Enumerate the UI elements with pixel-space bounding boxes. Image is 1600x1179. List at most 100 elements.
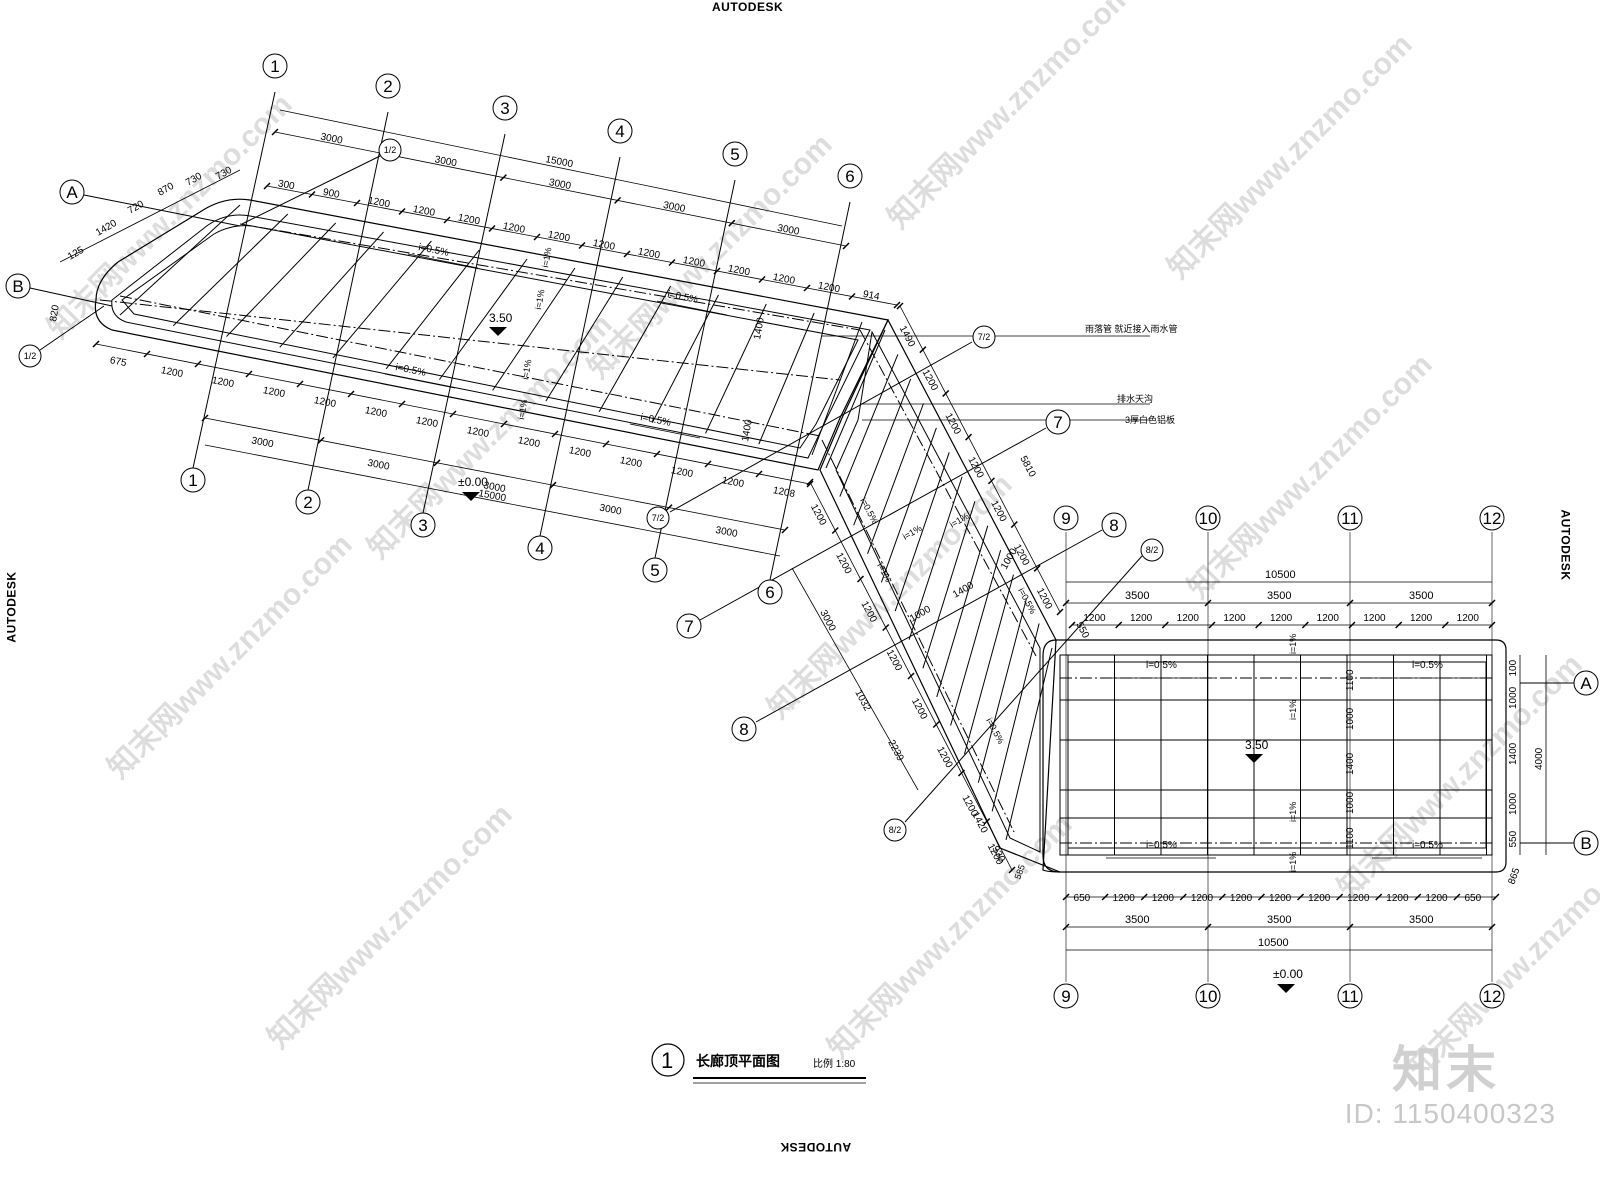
dim-top-bay-1-tick — [614, 196, 622, 204]
grid-bubble-top-11-label: 11 — [1341, 509, 1359, 528]
purlin-1 — [705, 303, 767, 434]
dim-top-mod-1-label: 1200 — [457, 212, 481, 227]
dim-bot-mod-3-tick — [1336, 893, 1344, 901]
grid-bubble-top-11-circle — [1337, 505, 1363, 531]
dim-top-mod-3-tick — [1395, 621, 1403, 629]
grid-bubble-top-3-circle — [492, 95, 518, 121]
purlin-1 — [492, 267, 576, 391]
slope-label-1v: i=1% — [520, 359, 533, 381]
ridge-1b — [119, 295, 821, 437]
dim-inner-2-tick — [907, 672, 915, 680]
dim-inner-2-tick — [983, 817, 991, 826]
purlin-2 — [977, 598, 1027, 783]
dim-inner-vert-3: 1000 — [1345, 707, 1356, 730]
dim-depth-1: 1400 — [752, 316, 767, 340]
grid-bubble-bot-10-circle — [1195, 983, 1221, 1009]
dim-bot-mod-3-label: 1200 — [1269, 893, 1292, 904]
dim-bot-mod-3-label: 1200 — [1347, 893, 1370, 904]
dim-top-mod-3-tick — [1068, 621, 1076, 629]
grid-bubble-top-10-label: 10 — [1199, 509, 1218, 528]
slope-label-3: i=0.5% — [1146, 660, 1177, 671]
purlin-2 — [950, 550, 1002, 726]
dim-top-bay-3-tick — [1062, 599, 1070, 607]
dim-top-bay-1-label: 3000 — [776, 223, 800, 238]
dim-bot-bay-3-tick — [1062, 923, 1070, 931]
dim-extra-1032: 1032 — [852, 688, 872, 713]
dim-bot-mod-3-tick — [1414, 893, 1422, 901]
purlin-2 — [894, 452, 950, 612]
dim-top-mod-3-label: 1200 — [1317, 613, 1340, 624]
level-marker-4 — [1277, 984, 1295, 993]
purlin-2 — [825, 329, 886, 469]
purlin-2 — [963, 574, 1014, 755]
dim-bot-bay-1-label: 3000 — [366, 458, 390, 473]
grid-bubble-bot-12-label: 12 — [1483, 987, 1502, 1006]
dim-overall-b-line — [791, 567, 919, 791]
dim-inner-2-tick — [806, 478, 814, 486]
purlin-1 — [811, 321, 863, 456]
grid-bubble-top-6-circle — [837, 163, 863, 189]
roof-inner-1 — [111, 214, 871, 459]
purlin-2 — [922, 501, 976, 669]
purlin-1 — [226, 222, 337, 337]
dim-inner-2-label: 1200 — [808, 502, 828, 527]
grid-bubble-top-12-label: 12 — [1483, 509, 1502, 528]
slope-arrow-1 — [629, 423, 701, 439]
slope-label-3v: i=1% — [1288, 852, 1298, 872]
grid-bubble-top-10-circle — [1195, 505, 1221, 531]
level-marker-2 — [462, 492, 480, 501]
grid-bubble-top-6-label: 6 — [845, 167, 854, 186]
dim-bot-mod-1-label: 1208 — [772, 485, 796, 500]
dim-bot-bay-3-label: 3500 — [1409, 914, 1433, 926]
dim-top-mod-1-tick — [668, 258, 676, 267]
dim-bot-bay-1-label: 3000 — [714, 525, 738, 540]
dim-height-3: 4000 — [1534, 747, 1545, 770]
dim-outer-2-tick — [1033, 564, 1041, 572]
dim-top-mod-1-label: 1200 — [412, 204, 436, 219]
dim-bot-mod-1-label: 1200 — [721, 475, 745, 490]
dim-top-mod-3-tick — [1301, 621, 1309, 629]
dim-top-bay-1-label: 3000 — [548, 177, 572, 192]
dim-inner-vert-3: 1400 — [1345, 752, 1356, 775]
grid-bubble-top-8-label: 8 — [1109, 516, 1118, 535]
dim-bot-mod-1-label: 1200 — [211, 375, 235, 390]
dim-inner-2-label: 1200 — [833, 551, 853, 576]
watermark-logo: 知末 — [1392, 1041, 1500, 1099]
dim-top-mod-3-label: 1200 — [1270, 613, 1293, 624]
dim-bot-mod-1-label: 1200 — [313, 395, 337, 410]
grid-bubble-top-3-label: 3 — [500, 99, 509, 118]
dim-top-mod-3-tick — [1161, 621, 1169, 629]
slope-arrow-1 — [656, 300, 728, 316]
slope-label-3v: i=1% — [1288, 802, 1298, 822]
dim-top-mod-1-label: 1200 — [502, 221, 526, 236]
grid-bubble-bot-5-label: 5 — [650, 561, 659, 580]
grid-bubble-top-4-label: 4 — [615, 122, 624, 141]
dim-inner-2-tick — [1008, 866, 1016, 874]
purlin-2 — [853, 378, 912, 526]
dim-inner-2-label: 1200 — [934, 745, 954, 770]
gutter-line-1 — [121, 225, 859, 449]
watermark-tile: 知末网www.znzmo.com — [1182, 348, 1439, 605]
grid-bubble-bot-8-circle — [731, 716, 757, 742]
center-1 — [99, 299, 841, 381]
dim-top-bay-3-tick — [1204, 599, 1212, 607]
dim-top-bay-1-tick — [728, 219, 736, 227]
dim-bot-mod-3-label: 1200 — [1152, 893, 1175, 904]
dim-bot-mod-1-label: 1200 — [568, 445, 592, 460]
half-bubble-8-2-top-circle — [1140, 538, 1164, 562]
slope-arrow-1 — [384, 373, 456, 389]
purlin-1 — [119, 204, 241, 316]
dim-top-bay-1-label: 3000 — [434, 154, 458, 169]
grid-bubble-bot-3-circle — [410, 512, 436, 538]
purlin-2 — [991, 623, 1040, 812]
dim-inner-2-tick — [831, 526, 839, 535]
row-line-B1 — [29, 287, 113, 307]
dim-vert-3: 1000 — [1508, 686, 1519, 709]
row-bubble-A3-circle — [1573, 670, 1599, 696]
dim-outer-2-label: 1490 — [897, 324, 917, 349]
ridge-1a — [239, 223, 861, 331]
dim-top-mod-1-tick — [398, 207, 406, 216]
dim-inner-2-tick — [882, 623, 890, 632]
half-line-8-2 — [904, 555, 1143, 823]
slope-label-2: i=0.5% — [984, 716, 1006, 745]
